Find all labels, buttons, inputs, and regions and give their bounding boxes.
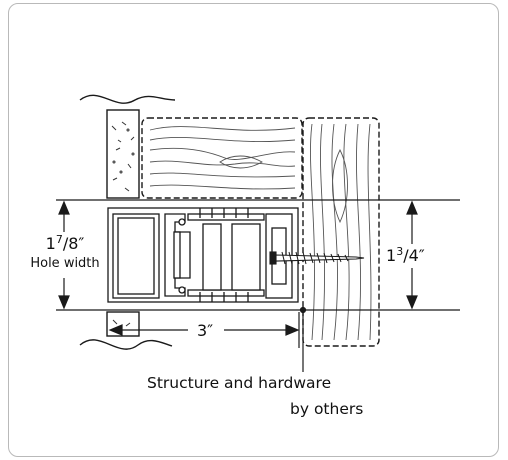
hole-width-value: 17/8″: [45, 233, 85, 253]
structure-note-line2: by others: [290, 400, 364, 418]
frame-width-value: 13/4″: [386, 245, 425, 265]
frame-width-dimension: [406, 200, 418, 310]
depth-value: 3″: [197, 321, 214, 340]
depth-dimension: [108, 312, 300, 348]
hole-width-dimension: [58, 200, 70, 310]
note-leader: [299, 306, 307, 372]
reference-lines: [56, 199, 460, 311]
structure-note-line1: Structure and hardware: [147, 374, 332, 392]
screw-icon: [269, 251, 365, 265]
header-wood-block: [141, 117, 303, 199]
wall-lower: [79, 311, 173, 350]
hole-width-label: Hole width: [30, 256, 100, 271]
wall-upper: [79, 94, 176, 199]
stud-wood-block: [302, 117, 380, 347]
